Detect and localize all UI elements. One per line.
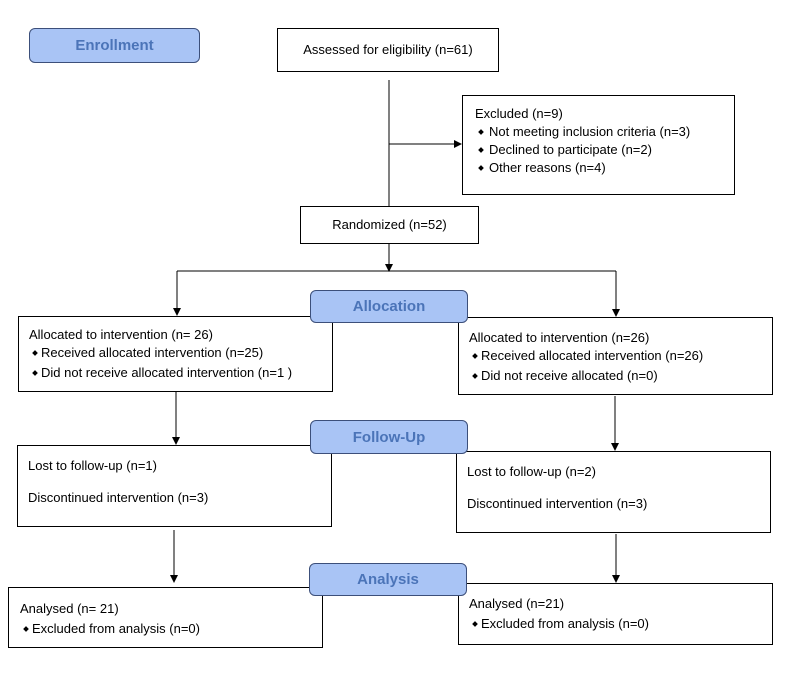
spacer xyxy=(28,475,331,489)
allocation-stage-label: Allocation xyxy=(310,290,468,323)
right-analysis-box: Analysed (n=21) Excluded from analysis (… xyxy=(458,583,773,645)
left-allocation-box: Allocated to intervention (n= 26) Receiv… xyxy=(18,316,333,392)
left-analysis-item: Excluded from analysis (n=0) xyxy=(20,620,322,638)
spacer xyxy=(467,481,770,495)
excluded-title: Excluded (n=9) xyxy=(475,106,563,121)
enrollment-stage-label: Enrollment xyxy=(29,28,200,63)
right-followup-box: Lost to follow-up (n=2) Discontinued int… xyxy=(456,451,771,533)
assessed-box: Assessed for eligibility (n=61) xyxy=(277,28,499,72)
right-analysis-title: Analysed (n=21) xyxy=(469,596,565,611)
left-analysis-title: Analysed (n= 21) xyxy=(20,601,119,616)
right-allocation-title: Allocated to intervention (n=26) xyxy=(469,330,650,345)
right-allocation-item: Did not receive allocated (n=0) xyxy=(469,367,772,385)
right-discontinued: Discontinued intervention (n=3) xyxy=(467,496,648,511)
left-followup-box: Lost to follow-up (n=1) Discontinued int… xyxy=(17,445,332,527)
left-analysis-box: Analysed (n= 21) Excluded from analysis … xyxy=(8,587,323,648)
randomized-box: Randomized (n=52) xyxy=(300,206,479,244)
excluded-item: Declined to participate (n=2) xyxy=(475,141,734,159)
right-lost-followup: Lost to follow-up (n=2) xyxy=(467,464,596,479)
analysis-stage-label: Analysis xyxy=(309,563,467,596)
followup-stage-label: Follow-Up xyxy=(310,420,468,454)
left-lost-followup: Lost to follow-up (n=1) xyxy=(28,458,157,473)
right-analysis-item: Excluded from analysis (n=0) xyxy=(469,615,772,633)
excluded-item: Not meeting inclusion criteria (n=3) xyxy=(475,123,734,141)
assessed-text: Assessed for eligibility (n=61) xyxy=(303,42,473,57)
left-allocation-title: Allocated to intervention (n= 26) xyxy=(29,327,213,342)
right-allocation-item: Received allocated intervention (n=26) xyxy=(469,347,772,365)
excluded-item: Other reasons (n=4) xyxy=(475,159,734,177)
excluded-box: Excluded (n=9) Not meeting inclusion cri… xyxy=(462,95,735,195)
left-allocation-item: Did not receive allocated intervention (… xyxy=(29,364,332,382)
left-discontinued: Discontinued intervention (n=3) xyxy=(28,490,209,505)
left-allocation-item: Received allocated intervention (n=25) xyxy=(29,344,332,362)
randomized-text: Randomized (n=52) xyxy=(332,217,447,232)
right-allocation-box: Allocated to intervention (n=26) Receive… xyxy=(458,317,773,395)
